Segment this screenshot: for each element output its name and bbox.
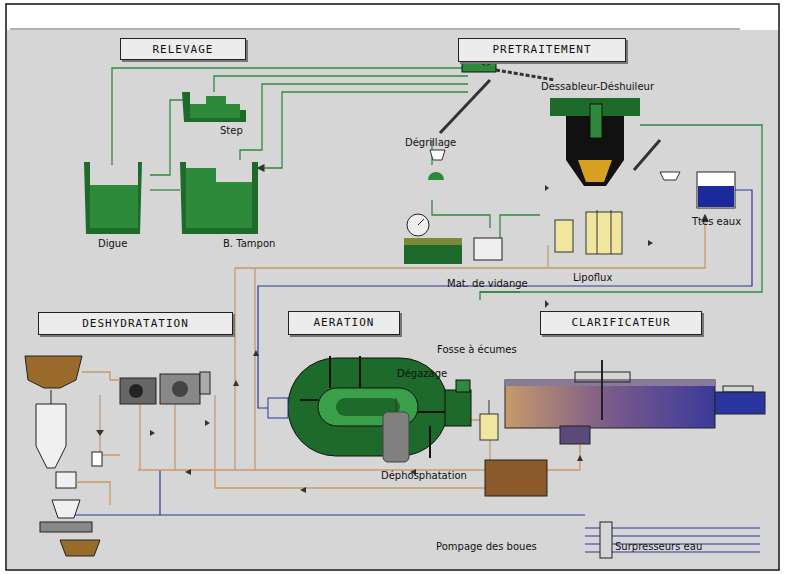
section-header: AERATION bbox=[288, 311, 400, 335]
section-header: PRETRAITEMENT bbox=[458, 38, 626, 62]
equipment-label: Dégrillage bbox=[404, 137, 457, 149]
section-header: DESHYDRATATION bbox=[38, 312, 233, 335]
section-title: DESHYDRATATION bbox=[82, 317, 189, 330]
equipment-label: Dessableur-Déshuileur bbox=[540, 81, 655, 93]
pump-label: Pompage des boues bbox=[435, 541, 538, 553]
blower-label: Surpresseurs eau bbox=[614, 541, 703, 553]
tank-label: Ttes eaux bbox=[691, 216, 742, 228]
equipment-label: Lipoflux bbox=[572, 272, 613, 284]
equipment-label: Dégazage bbox=[396, 368, 448, 380]
section-header: CLARIFICATEUR bbox=[540, 311, 702, 335]
section-title: CLARIFICATEUR bbox=[571, 316, 670, 329]
section-header: RELEVAGE bbox=[120, 38, 246, 60]
tank-label: B. Tampon bbox=[222, 238, 276, 250]
section-title: RELEVAGE bbox=[153, 43, 214, 56]
tank-label: Mat. de vidange bbox=[446, 278, 529, 290]
tank-label: Digue bbox=[97, 238, 128, 250]
tank-label: Step bbox=[219, 125, 244, 137]
section-title: AERATION bbox=[314, 316, 375, 329]
tank-label: Fosse à écumes bbox=[436, 344, 518, 356]
section-title: PRETRAITEMENT bbox=[492, 43, 591, 56]
tank-label: Déphosphatation bbox=[380, 470, 468, 482]
